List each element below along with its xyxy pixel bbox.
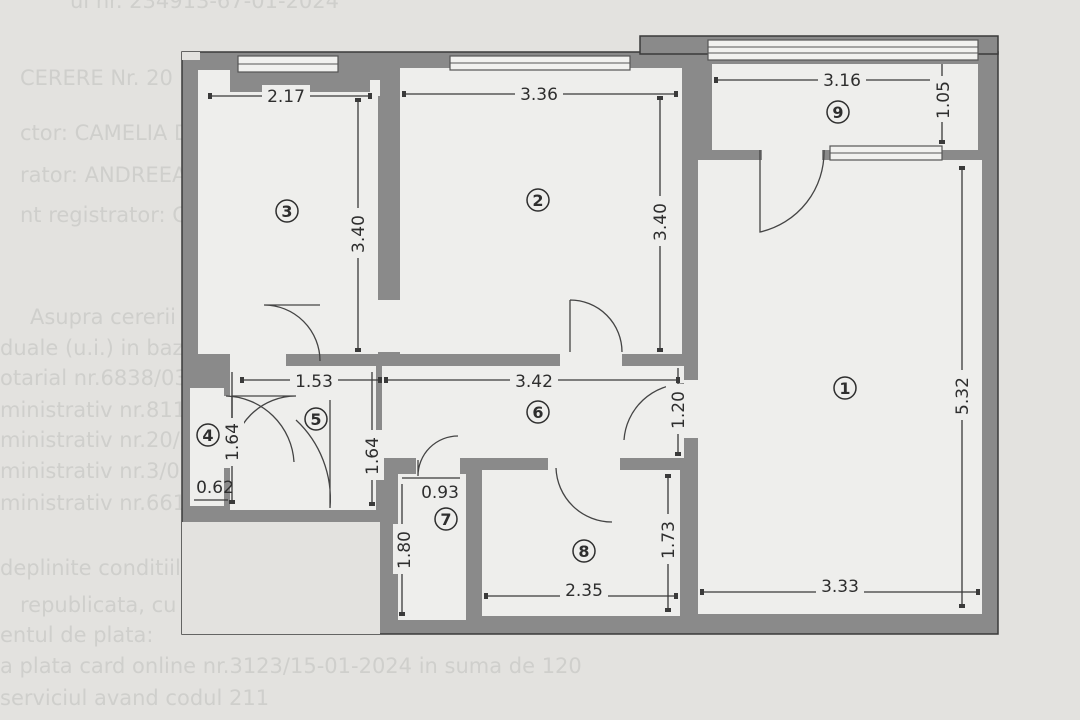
dim-label-room9-width: 3.16 <box>823 71 861 91</box>
dim-label-room7-length: 1.80 <box>395 531 415 569</box>
room-number: 3 <box>281 202 292 221</box>
door-swing <box>417 435 459 477</box>
room-markers: 1 2 3 4 5 6 7 8 <box>196 100 857 563</box>
dim-label-room7-width: 0.93 <box>421 483 459 503</box>
dim-label-room5-length: 1.64 <box>363 437 383 475</box>
dim-label-room6-depth: 1.20 <box>669 391 689 429</box>
dim-label-room1-width: 3.33 <box>821 577 859 597</box>
door-swing <box>295 400 332 509</box>
dim-label-room4-width: 0.62 <box>196 478 234 498</box>
door-swing <box>569 299 623 353</box>
window <box>237 55 339 73</box>
room-marker: 1 <box>833 376 857 400</box>
dim-label-room2-length: 3.40 <box>651 203 671 241</box>
exterior-area <box>182 522 380 634</box>
room-1-floor <box>698 160 982 614</box>
dim-label-room8-length: 1.73 <box>659 521 679 559</box>
room-4-floor <box>190 388 224 506</box>
room-number: 7 <box>440 510 451 529</box>
dim-label-room5-width: 1.53 <box>295 372 333 392</box>
dim-label-room8-width: 2.35 <box>565 581 603 601</box>
room-number: 9 <box>832 103 843 122</box>
dim-label-room3-length: 3.40 <box>349 215 369 253</box>
window <box>449 55 631 71</box>
door-swing <box>225 395 295 463</box>
bg-text-line: a plata card online nr.3123/15-01-2024 i… <box>0 654 582 678</box>
door-swing <box>759 149 825 233</box>
dim-label-room6-width: 3.42 <box>515 372 553 392</box>
room-number: 8 <box>578 542 589 561</box>
room-marker: 6 <box>526 400 550 424</box>
room-number: 5 <box>310 410 321 429</box>
bg-text-line: ul nr. 234913-67-01-2024 <box>70 0 339 13</box>
bg-text-line: CERERE Nr. 20 <box>20 66 173 90</box>
room-marker: 2 <box>526 188 550 212</box>
dimension-labels: 2.17 3.36 3.16 1.05 3.40 3.40 5.32 1.53 … <box>196 69 974 601</box>
dimension-ticks <box>208 77 980 616</box>
room-marker: 9 <box>826 100 850 124</box>
room-marker: 3 <box>275 199 299 223</box>
dim-label-room1-length: 5.32 <box>953 377 973 415</box>
room-marker: 4 <box>196 423 220 447</box>
room-3-floor <box>198 70 230 94</box>
room-number: 4 <box>202 426 213 445</box>
window <box>829 145 943 161</box>
room-number: 1 <box>839 379 850 398</box>
dim-label-room4-length: 1.64 <box>223 423 243 461</box>
dim-label-room9-depth: 1.05 <box>934 81 954 119</box>
room-marker: 5 <box>304 407 328 431</box>
room-number: 2 <box>532 191 543 210</box>
room-marker: 7 <box>434 507 458 531</box>
room-number: 6 <box>532 403 543 422</box>
dim-label-room3-width: 2.17 <box>267 87 305 107</box>
window <box>707 39 979 61</box>
bg-text-line: serviciul avand codul 211 <box>0 686 269 710</box>
bg-text-line: entul de plata: <box>0 623 153 647</box>
door-swing <box>263 304 321 362</box>
dim-label-room2-width: 3.36 <box>520 85 558 105</box>
door-swing <box>555 467 613 523</box>
room-marker: 8 <box>572 539 596 563</box>
